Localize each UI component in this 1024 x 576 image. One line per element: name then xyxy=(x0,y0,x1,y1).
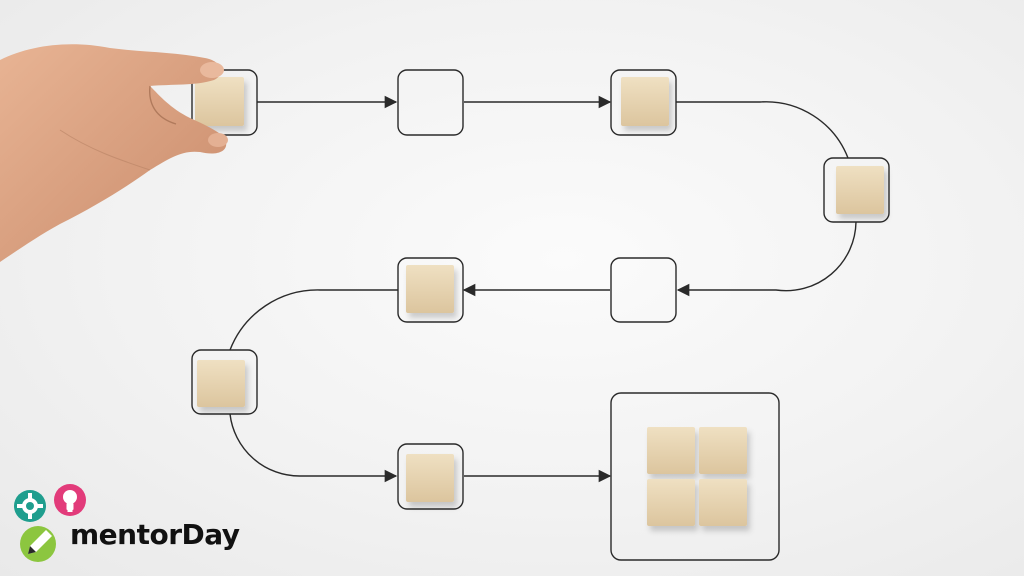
pencil-icon xyxy=(20,526,56,562)
gear-icon xyxy=(14,490,46,522)
hand-illustration xyxy=(0,44,228,262)
step-9-block-1 xyxy=(647,427,695,474)
step-9-frame xyxy=(610,392,780,561)
connector-lines xyxy=(229,95,857,483)
step-9-block-4 xyxy=(699,479,747,526)
step-4-frame xyxy=(823,157,890,223)
connector-7-8 xyxy=(229,413,398,483)
lightbulb-icon xyxy=(54,484,86,516)
step-9-block-2 xyxy=(699,427,747,474)
connector-4-5 xyxy=(676,221,857,297)
connector-3-4 xyxy=(676,101,849,159)
step-7-block xyxy=(197,360,245,407)
step-6-frame xyxy=(397,257,464,323)
step-3-block xyxy=(621,77,669,126)
mentorday-logo: mentorDay xyxy=(8,482,240,566)
step-5-frame xyxy=(610,257,677,323)
step-4-block xyxy=(836,166,884,214)
brand-name: mentorDay xyxy=(70,518,240,551)
connector-6-7 xyxy=(229,289,398,351)
step-9-block-3 xyxy=(647,479,695,526)
step-2-frame xyxy=(397,69,464,136)
step-6-block xyxy=(406,265,454,313)
step-8-frame xyxy=(397,443,464,510)
step-1-block xyxy=(195,77,244,126)
step-8-block xyxy=(406,454,454,502)
step-7-frame xyxy=(191,349,258,415)
step-3-frame xyxy=(610,69,677,136)
